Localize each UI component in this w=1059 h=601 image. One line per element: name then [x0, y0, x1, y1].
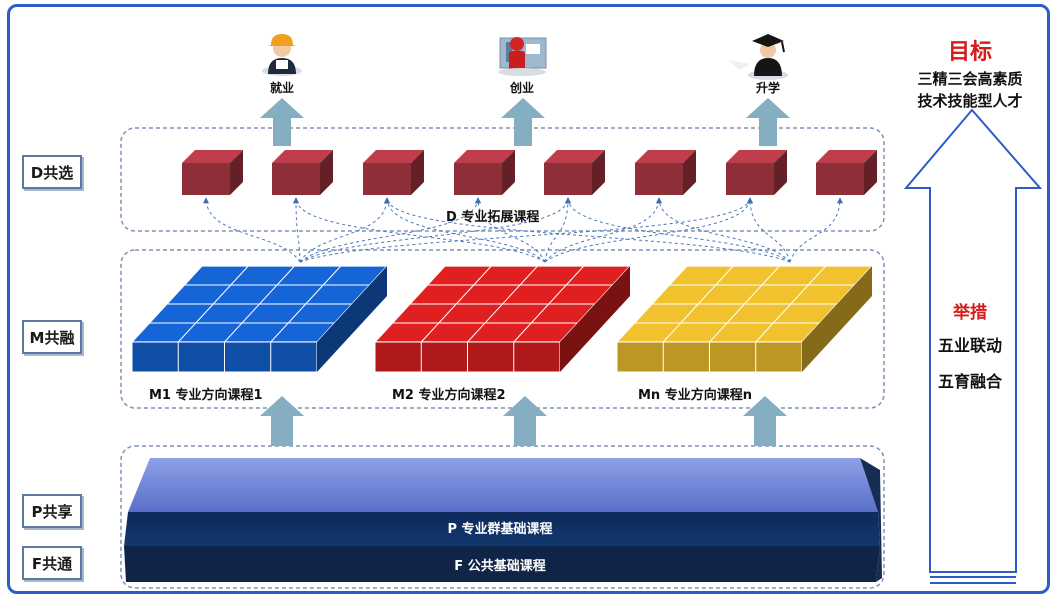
outcome-entrepreneurship: 创业 [509, 81, 534, 95]
mn-module [615, 265, 874, 373]
m1-label: M1 专业方向课程1 [149, 388, 263, 403]
d-course-cube [816, 150, 877, 195]
f-layer-label: F 公共基础课程 [454, 559, 546, 574]
d-course-cube [182, 150, 243, 195]
d-course-cube [726, 150, 787, 195]
up-arrow [260, 396, 304, 446]
f-band [124, 546, 880, 582]
side-label-p: P共享 [22, 494, 82, 528]
up-arrow [743, 396, 787, 446]
m1-module [130, 265, 389, 373]
up-arrow [501, 98, 545, 146]
goal-title: 目标 [947, 40, 992, 65]
d-course-cube [544, 150, 605, 195]
d-course-cube [635, 150, 696, 195]
m2-label: M2 专业方向课程2 [392, 388, 506, 403]
mn-label: Mn 专业方向课程n [638, 388, 752, 403]
outcome-employment: 就业 [269, 81, 294, 95]
up-arrow [746, 98, 790, 146]
up-arrow [260, 98, 304, 146]
m2-module [373, 265, 632, 373]
d-course-cube [363, 150, 424, 195]
m-layer-box [120, 249, 885, 409]
d-layer-label: D 专业拓展课程 [446, 210, 540, 225]
measure-item-1: 五业联动 [937, 336, 1002, 355]
graduate-cap-icon [728, 34, 788, 80]
entrepreneur-icon [498, 37, 547, 76]
base-top-face [128, 458, 878, 512]
goal-line-1: 三精三会高素质 [917, 70, 1023, 88]
m-course-modules [130, 265, 874, 373]
pf-layer-box [120, 445, 885, 589]
up-arrows [260, 98, 790, 446]
d-layer-box [120, 127, 885, 232]
goal-line-2: 技术技能型人才 [917, 92, 1023, 110]
side-label-d: D共选 [22, 155, 82, 189]
d-course-cube [454, 150, 515, 195]
goal-arrow [903, 108, 1043, 584]
base-slab [124, 458, 882, 582]
base-side-face [860, 458, 882, 582]
connection-lines [203, 197, 843, 263]
side-label-m: M共融 [22, 320, 82, 354]
worker-hardhat-icon [262, 34, 302, 76]
up-arrow [503, 396, 547, 446]
p-layer-label: P 专业群基础课程 [447, 522, 553, 537]
d-course-cube [272, 150, 333, 195]
outcome-further-study: 升学 [755, 81, 780, 95]
p-band [124, 512, 880, 546]
measure-item-2: 五育融合 [937, 372, 1002, 391]
side-label-f: F共通 [22, 546, 82, 580]
d-course-cubes [182, 150, 877, 195]
measures-title: 举措 [953, 303, 987, 323]
